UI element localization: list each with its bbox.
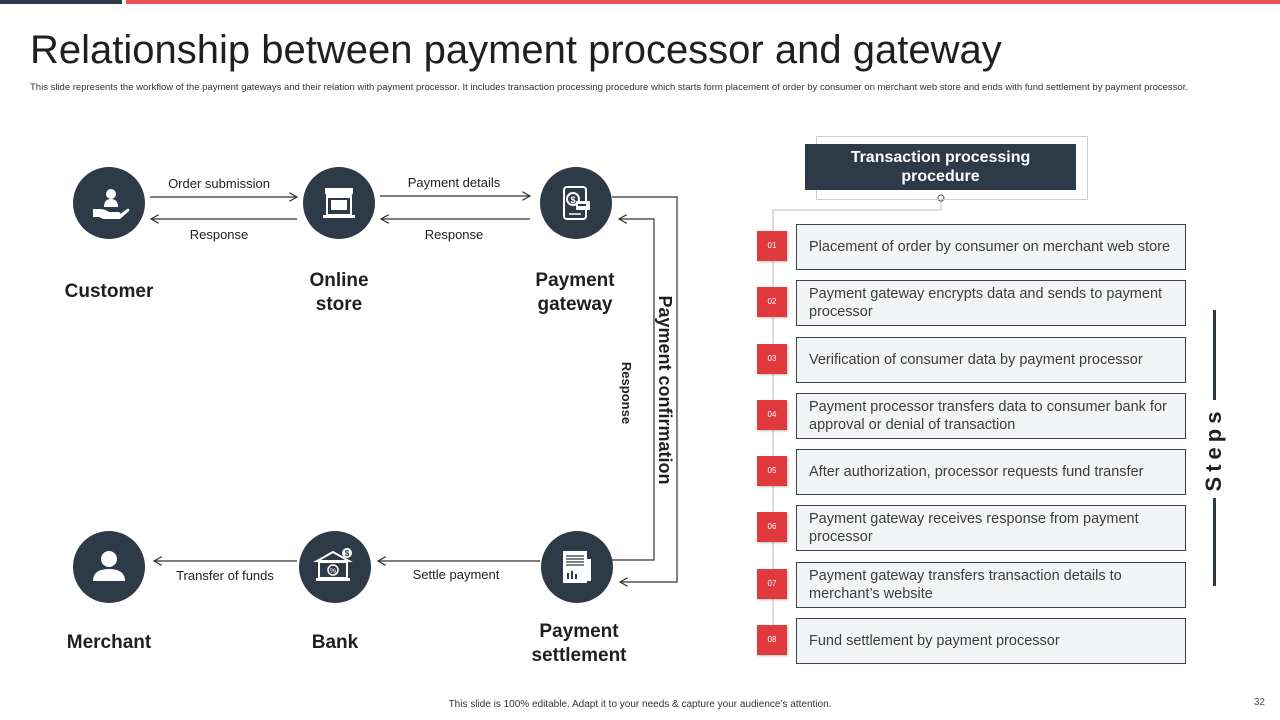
payment-gateway-node: $: [540, 167, 612, 239]
svg-text:%: %: [330, 568, 336, 575]
page-number: 32: [1253, 697, 1265, 708]
step-item: 07 Payment gateway transfers transaction…: [757, 561, 1189, 618]
procedure-steps-list: 01 Placement of order by consumer on mer…: [757, 224, 1189, 674]
step-number-badge: 02: [757, 287, 787, 318]
top-accent-bar-red: [126, 0, 1280, 4]
bank-icon: % $: [313, 548, 353, 581]
step-item: 01 Placement of order by consumer on mer…: [757, 224, 1189, 280]
svg-text:$: $: [345, 549, 350, 558]
person-icon: [93, 551, 125, 581]
step-description: Fund settlement by payment processor: [796, 618, 1186, 665]
step-description: Payment gateway encrypts data and sends …: [796, 280, 1186, 327]
edge-label-order-submission: Order submission: [168, 176, 270, 191]
step-description: Payment gateway receives response from p…: [796, 505, 1186, 552]
step-number-badge: 06: [757, 512, 787, 543]
merchant-label: Merchant: [66, 632, 152, 653]
step-item: 04 Payment processor transfers data to c…: [757, 392, 1189, 449]
edge-label-response-customer: Response: [189, 227, 249, 242]
dollar-card-icon: $: [563, 186, 590, 220]
arrow-response-vertical: [612, 219, 655, 561]
customer-label: Customer: [64, 281, 154, 302]
customer-node: [73, 167, 145, 239]
step-item: 05 After authorization, processor reques…: [757, 449, 1189, 505]
footer-note: This slide is 100% editable. Adapt it to…: [448, 699, 832, 710]
merchant-node: [73, 531, 145, 603]
payment-gateway-label: Payment gateway: [535, 270, 615, 315]
step-number-badge: 05: [757, 456, 787, 487]
steps-divider-top: [1213, 310, 1216, 400]
svg-text:$: $: [570, 195, 575, 205]
step-description: Payment gateway transfers transaction de…: [796, 561, 1186, 608]
online-store-label: Online store: [309, 270, 369, 315]
steps-divider-bottom: [1213, 498, 1216, 586]
payment-settlement-node: [541, 531, 613, 603]
arrow-payment-confirmation: [612, 196, 678, 582]
edge-label-transfer-of-funds: Transfer of funds: [176, 568, 274, 583]
storefront-icon: [323, 188, 355, 218]
payment-settlement-label: Payment settlement: [531, 621, 627, 666]
edge-label-response-store: Response: [424, 227, 484, 242]
step-item: 06 Payment gateway receives response fro…: [757, 505, 1189, 561]
step-description: Verification of consumer data by payment…: [796, 336, 1186, 383]
step-description: Placement of order by consumer on mercha…: [796, 224, 1186, 270]
edge-label-response-vertical: Response: [619, 361, 634, 425]
step-description: After authorization, processor requests …: [796, 449, 1186, 496]
top-accent-bar-dark: [0, 0, 122, 4]
page-title: Relationship between payment processor a…: [30, 28, 1002, 72]
step-number-badge: 07: [757, 568, 787, 599]
step-number-badge: 03: [757, 343, 787, 374]
step-number-badge: 01: [757, 231, 787, 261]
bank-node: % $: [299, 531, 371, 603]
page-subtitle: This slide represents the workflow of th…: [30, 82, 1188, 93]
steps-side-label: Steps: [1201, 406, 1226, 492]
edge-label-settle-payment: Settle payment: [412, 567, 500, 582]
step-number-badge: 08: [757, 625, 787, 656]
edge-label-payment-details: Payment details: [407, 175, 501, 190]
step-item: 03 Verification of consumer data by paym…: [757, 336, 1189, 393]
step-item: 02 Payment gateway encrypts data and sen…: [757, 280, 1189, 336]
step-item: 08 Fund settlement by payment processor: [757, 618, 1189, 674]
procedure-header: Transaction processing procedure: [805, 144, 1076, 190]
step-number-badge: 04: [757, 399, 787, 430]
bank-label: Bank: [311, 632, 359, 653]
step-description: Payment processor transfers data to cons…: [796, 392, 1186, 439]
invoice-chart-icon: [563, 551, 591, 583]
hand-with-person-icon: [93, 189, 130, 219]
edge-label-payment-confirmation: Payment confirmation: [655, 295, 675, 485]
online-store-node: [303, 167, 375, 239]
